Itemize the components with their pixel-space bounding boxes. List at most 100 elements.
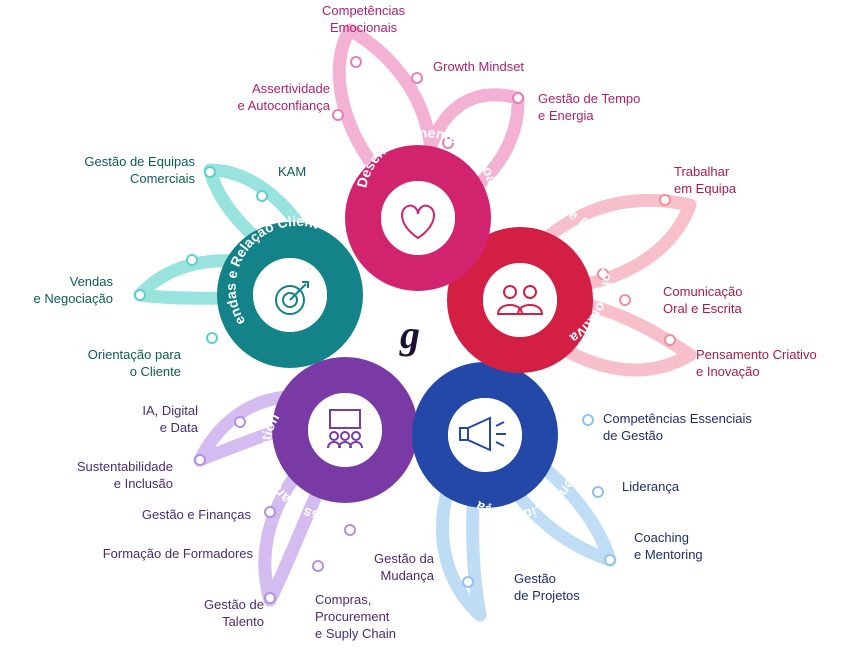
heart-icon xyxy=(401,204,435,240)
leaf-dot xyxy=(344,524,356,536)
skill-text: IA, Digital xyxy=(142,403,198,418)
skill-gestao-tempo: Gestão de Tempo e Energia xyxy=(538,90,640,124)
skill-gestao-projetos: Gestão de Projetos xyxy=(514,570,580,604)
skill-trabalhar-equipa: Trabalhar em Equipa xyxy=(674,163,736,197)
skill-kam: KAM xyxy=(278,163,306,180)
skill-text: Gestão de Equipas xyxy=(84,154,195,169)
leaf-dot xyxy=(619,294,631,306)
skill-text: Gestão de Tempo xyxy=(538,91,641,106)
disc-trabalhar xyxy=(483,263,557,337)
target-icon xyxy=(275,281,309,315)
petal-rings xyxy=(217,145,593,508)
leaf-dot xyxy=(592,486,604,498)
skill-text: Formação de Formadores xyxy=(102,546,253,561)
leaf-dot xyxy=(206,332,218,344)
skill-comunicacao: Comunicação Oral e Escrita xyxy=(663,283,743,317)
megaphone-icon xyxy=(459,416,506,452)
skill-text: KAM xyxy=(278,164,307,179)
disc-management xyxy=(448,398,522,472)
disc-business xyxy=(308,393,382,467)
skill-text: Comerciais xyxy=(129,171,195,186)
skill-text: Competências Essenciais xyxy=(603,411,752,426)
leaf-dots xyxy=(134,56,676,604)
ring-desenvolvimento xyxy=(345,145,491,291)
skill-text: Coaching xyxy=(634,530,689,545)
leaf-dot xyxy=(264,506,276,518)
leaf-dot xyxy=(442,137,454,149)
ring-vendas xyxy=(217,222,363,368)
skill-text: Procurement xyxy=(315,609,390,624)
disc-desenvolvimento xyxy=(381,181,455,255)
skill-competencias-emocionais: Competências Emocionais xyxy=(322,2,405,36)
skill-text: Vendas xyxy=(69,274,113,289)
skill-text: e Data xyxy=(159,420,198,435)
team-icon xyxy=(496,285,544,315)
skill-text: Talento xyxy=(222,614,264,629)
leaf-dot xyxy=(462,576,474,588)
skill-text: Sustentabilidade xyxy=(76,459,173,474)
skill-text: Comunicação xyxy=(663,284,743,299)
skill-text: e Suply Chain xyxy=(315,626,396,641)
skill-text: Gestão e Finanças xyxy=(141,507,251,522)
disc-vendas xyxy=(253,258,327,332)
skill-text: e Autoconfiança xyxy=(237,98,330,113)
skill-pensamento-criativo: Pensamento Criativo e Inovação xyxy=(696,346,817,380)
leaf-dot xyxy=(512,92,524,104)
leaf-dot xyxy=(350,56,362,68)
skill-text: Competências xyxy=(322,3,406,18)
skill-lideranca: Liderança xyxy=(622,478,679,495)
skill-text: Gestão xyxy=(514,571,556,586)
leaf-dot xyxy=(659,194,671,206)
skill-text: Compras, xyxy=(315,592,372,607)
skill-vendas-negociacao: Vendas e Negociação xyxy=(10,273,114,307)
skill-text: de Projetos xyxy=(514,588,580,603)
leaf-dot xyxy=(186,254,198,266)
skill-gestao-financas: Gestão e Finanças xyxy=(100,506,251,523)
leaf-dot xyxy=(664,334,676,346)
skill-text: Orientação para xyxy=(87,347,181,362)
leaf-dot xyxy=(204,166,216,178)
skill-competencias-essenciais: Competências Essenciais de Gestão xyxy=(603,410,752,444)
leaf-dot xyxy=(256,190,268,202)
skill-text: e Inovação xyxy=(696,364,760,379)
skill-text: Liderança xyxy=(622,479,680,494)
leaf-dot xyxy=(264,592,276,604)
ring-management xyxy=(412,362,558,508)
ring-business xyxy=(272,357,418,503)
skill-text: e Negociação xyxy=(33,291,114,306)
skill-text: Growth Mindset xyxy=(433,59,525,74)
skill-text: Trabalhar xyxy=(674,164,730,179)
leaf-dot xyxy=(194,454,206,466)
leaf-dot xyxy=(604,554,616,566)
skill-gestao-equipas-comerciais: Gestão de Equipas Comerciais xyxy=(40,153,195,187)
skill-assertividade: Assertividade e Autoconfiança xyxy=(218,80,330,114)
center-logo: g xyxy=(399,312,420,357)
skill-text: Pensamento Criativo xyxy=(696,347,817,362)
skill-sustentabilidade: Sustentabilidade e Inclusão xyxy=(40,458,173,492)
skill-ia-digital-data: IA, Digital e Data xyxy=(100,402,198,436)
skill-formacao-formadores: Formação de Formadores xyxy=(60,545,253,562)
skill-text: em Equipa xyxy=(674,181,737,196)
skill-compras-procurement: Compras, Procurement e Suply Chain xyxy=(315,591,396,642)
leaf-dot xyxy=(582,414,594,426)
skill-text: o Cliente xyxy=(129,364,181,379)
skill-coaching-mentoring: Coaching e Mentoring xyxy=(634,529,703,563)
petal-discs xyxy=(253,181,557,472)
skill-text: de Gestão xyxy=(603,428,663,443)
skill-text: e Mentoring xyxy=(634,547,703,562)
leaf-dot xyxy=(312,560,324,572)
skill-text: Gestão de xyxy=(204,597,264,612)
leaf-dot xyxy=(134,289,146,301)
skill-text: Emocionais xyxy=(329,20,398,35)
leaf-dot xyxy=(411,72,423,84)
skill-gestao-talento: Gestão de Talento xyxy=(160,596,264,630)
skill-text: e Energia xyxy=(538,108,594,123)
leaf-dot xyxy=(332,109,344,121)
leaf-dot xyxy=(234,416,246,428)
skill-text: Mudança xyxy=(380,568,434,583)
skill-text: Gestão da xyxy=(374,551,434,566)
skill-gestao-mudanca: Gestão da Mudança xyxy=(350,550,434,584)
presentation-icon xyxy=(327,409,363,449)
skill-text: e Inclusão xyxy=(113,476,173,491)
